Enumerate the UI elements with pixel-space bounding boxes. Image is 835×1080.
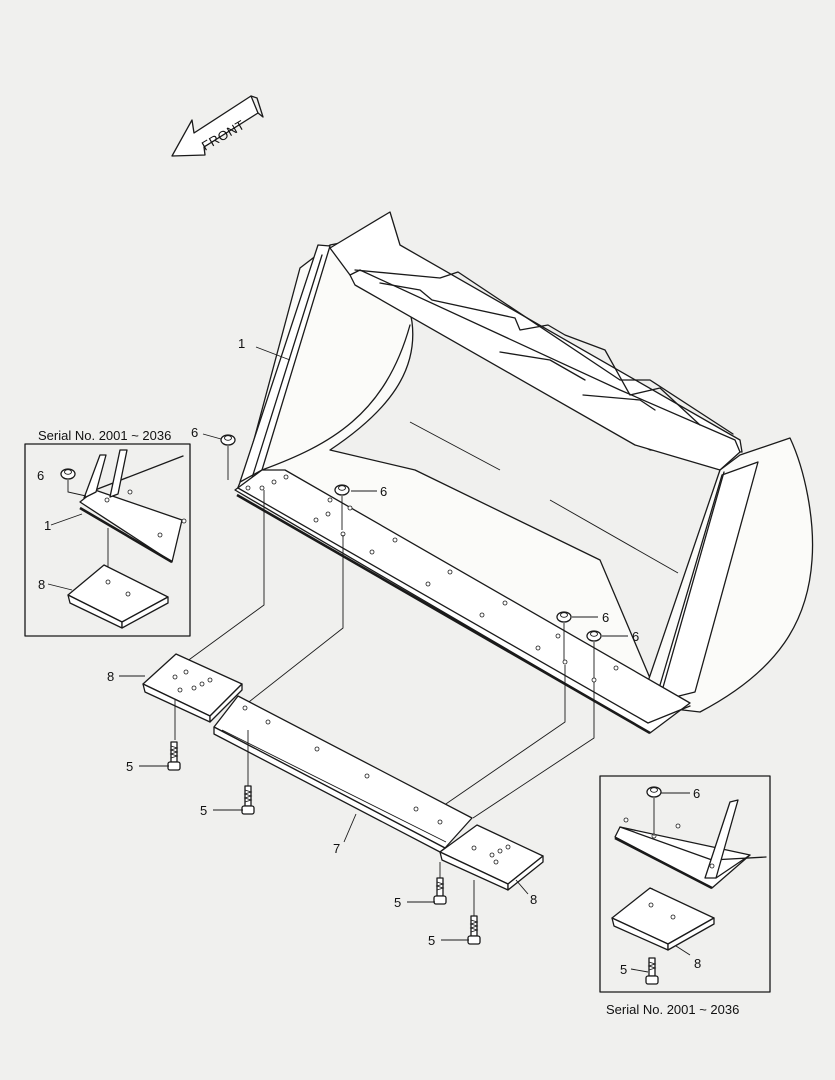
- inset-left: Serial No. 2001 ~ 2036: [24, 428, 191, 637]
- callout-nut: 6: [37, 468, 44, 483]
- callout-bolt: 5: [200, 803, 207, 818]
- callout-leaders: [47, 346, 691, 973]
- callout-bolt: 5: [126, 759, 133, 774]
- bolt: [241, 785, 255, 815]
- lip-holes: [245, 474, 619, 683]
- callout-numbers: 1 6 6 6 6 8 5 5 7 5 5 8 6 1 8 6 8 5: [37, 336, 701, 977]
- callout-bolt: 5: [394, 895, 401, 910]
- end-bit: [439, 824, 544, 925]
- nut: [220, 434, 236, 480]
- nut: [586, 630, 602, 678]
- callout-end-bit: 8: [107, 669, 114, 684]
- callout-nut: 6: [380, 484, 387, 499]
- callout-nut: 6: [632, 629, 639, 644]
- bolt: [167, 741, 181, 771]
- callout-bolt: 5: [428, 933, 435, 948]
- bolt: [467, 915, 481, 945]
- callout-end-bit: 8: [694, 956, 701, 971]
- callout-nut: 6: [191, 425, 198, 440]
- callout-nut: 6: [602, 610, 609, 625]
- callout-bolt: 5: [620, 962, 627, 977]
- nut: [556, 611, 572, 660]
- callout-bucket: 1: [238, 336, 245, 351]
- callout-nut: 6: [693, 786, 700, 801]
- assembly-lines: [174, 490, 595, 819]
- front-direction-arrow: FRONT: [171, 95, 264, 157]
- inset-right-serial: Serial No. 2001 ~ 2036: [606, 1002, 739, 1017]
- callout-bucket: 1: [44, 518, 51, 533]
- end-bit: [142, 653, 243, 740]
- callout-end-bit: 8: [530, 892, 537, 907]
- callout-end-bit: 8: [38, 577, 45, 592]
- nut: [334, 484, 350, 530]
- inset-right: Serial No. 2001 ~ 2036: [599, 775, 771, 1017]
- callout-cutting-edge: 7: [333, 841, 340, 856]
- cutting-edge: [213, 695, 473, 853]
- bucket: [234, 211, 814, 735]
- bolt: [433, 877, 447, 905]
- inset-left-serial: Serial No. 2001 ~ 2036: [38, 428, 171, 443]
